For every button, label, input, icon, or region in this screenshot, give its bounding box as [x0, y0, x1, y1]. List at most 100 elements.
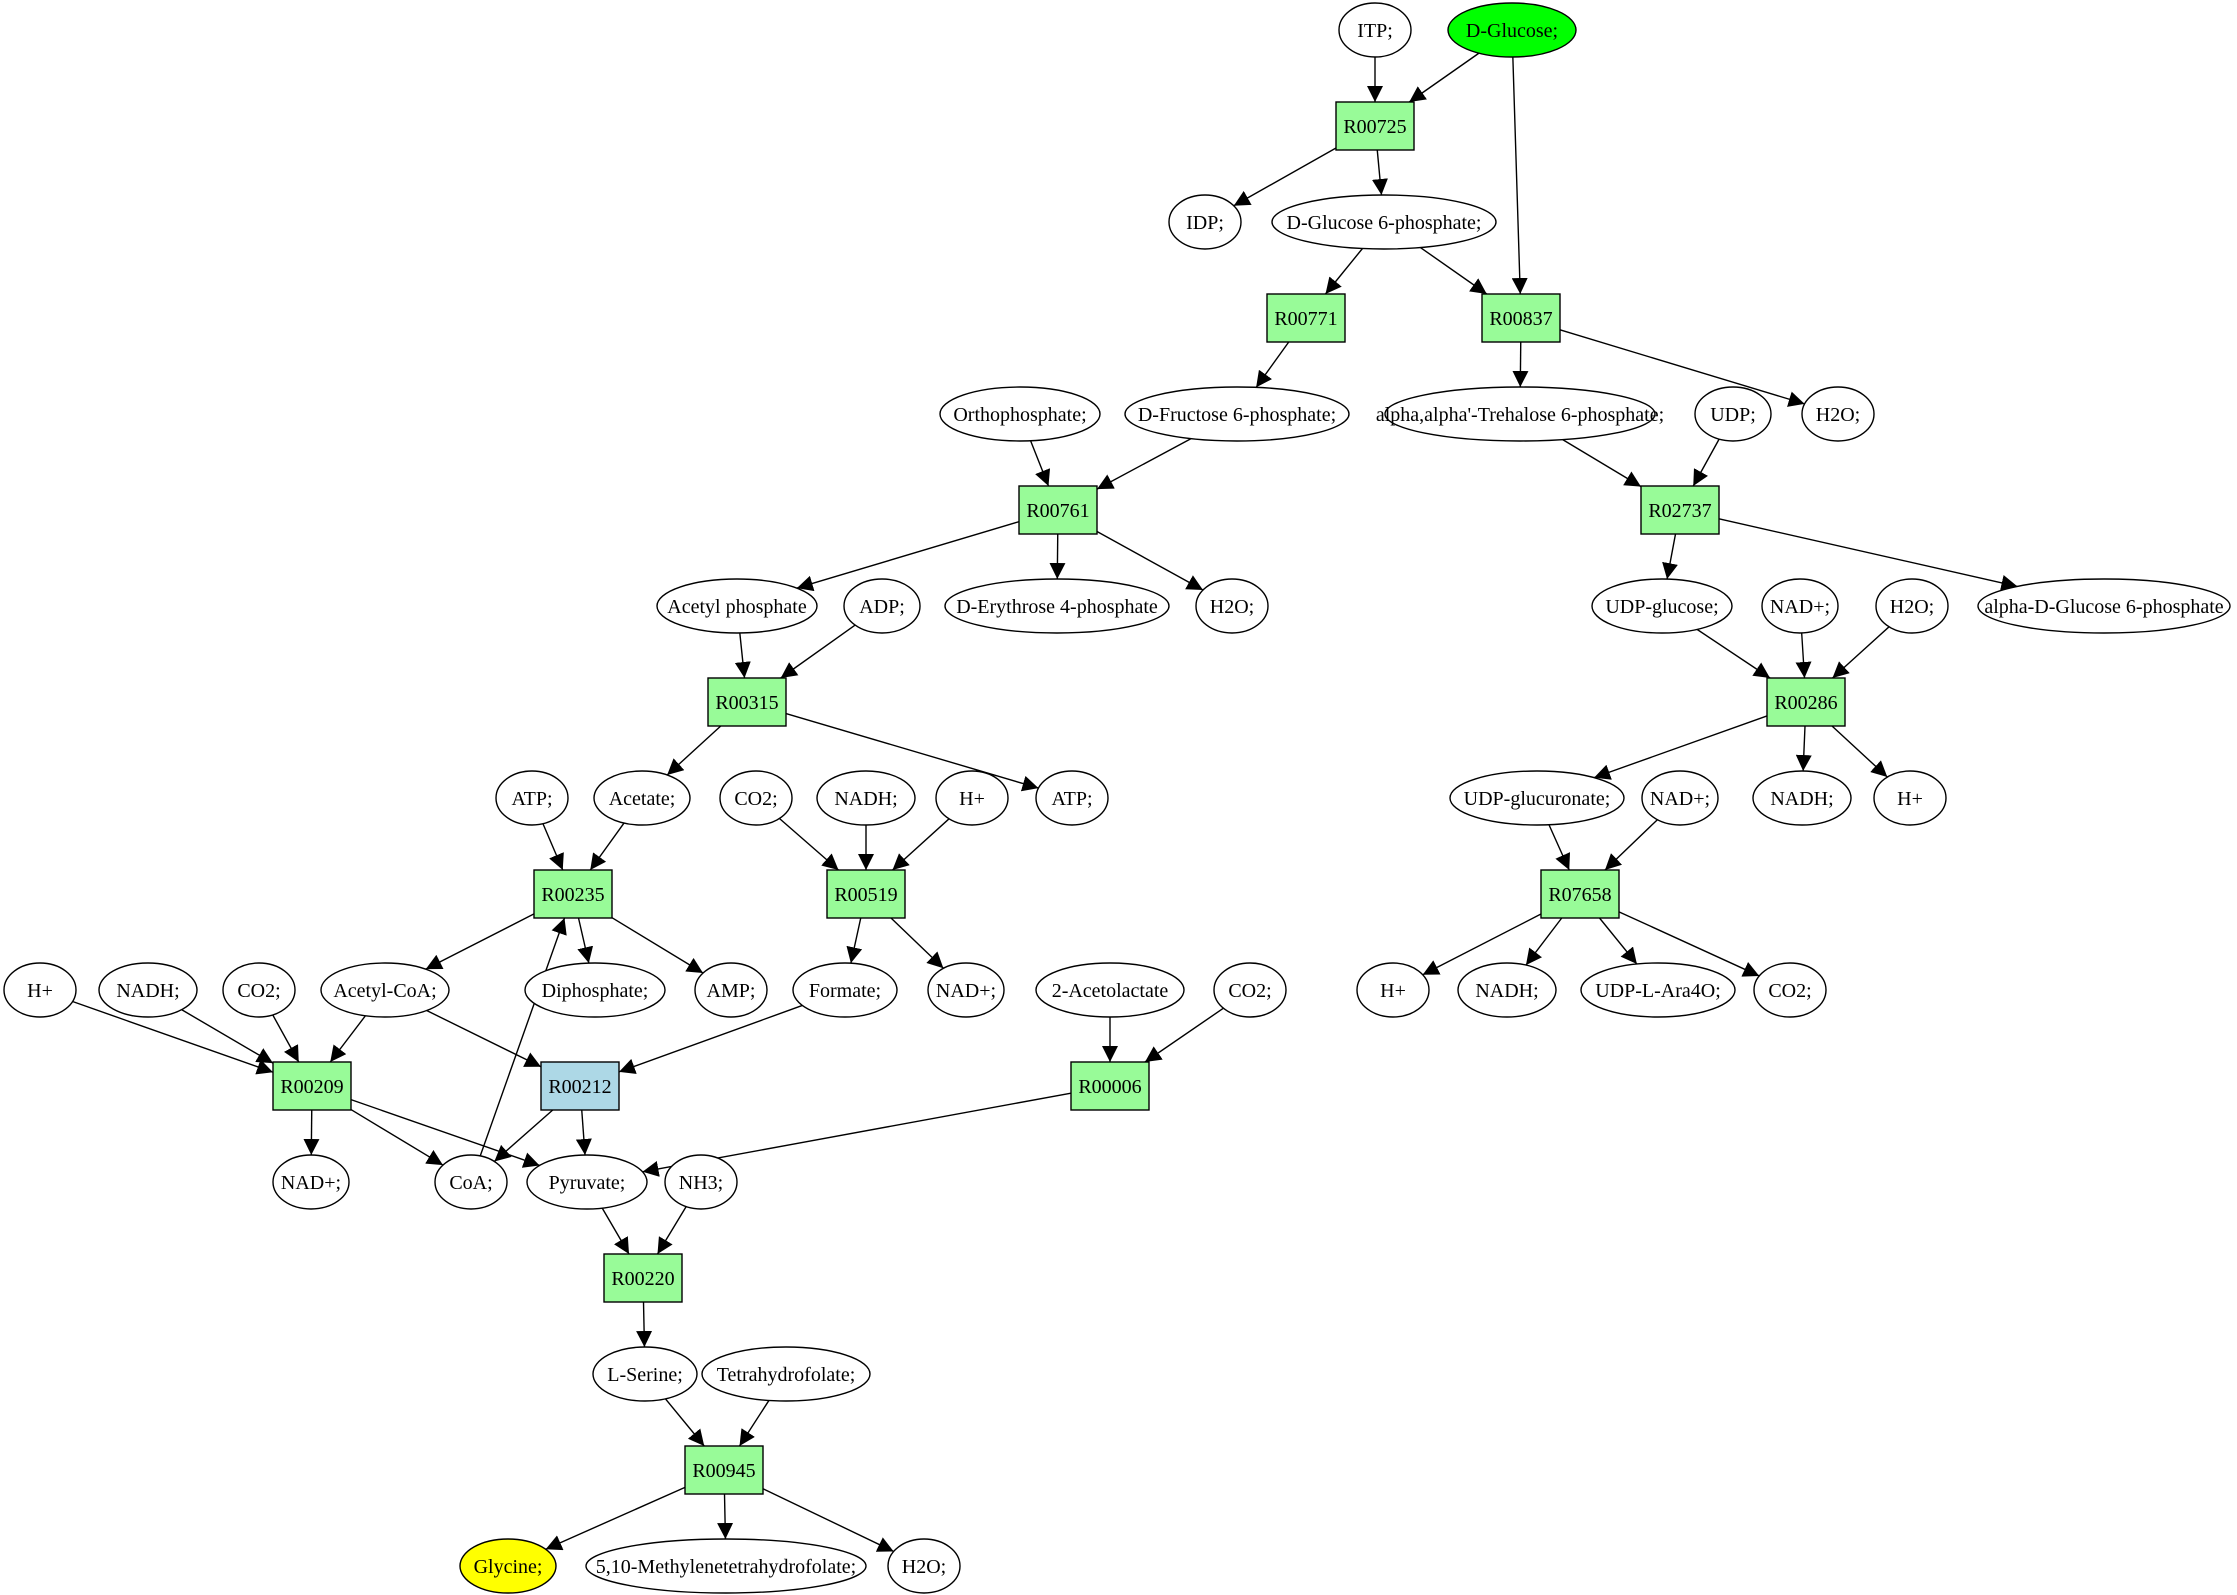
compound-node-thf: Tetrahydrofolate; [701, 1346, 871, 1402]
node-shape-nadh_b [1752, 770, 1852, 826]
node-shape-pyruvate [526, 1154, 648, 1210]
node-label-udp: UDP; [1710, 404, 1756, 426]
compound-node-itp: ITP; [1338, 2, 1412, 58]
reaction-node-r00235: R00235 [533, 869, 613, 919]
edge-acetylcoa-to-r00209 [329, 1015, 367, 1063]
reaction-node-r00945: R00945 [684, 1445, 764, 1495]
edge-r00771-to-f6p [1255, 341, 1290, 388]
node-shape-h2o_b [1195, 578, 1269, 634]
edge-co2_c-to-r00006 [1144, 1007, 1224, 1063]
edge-pyruvate-to-r00220 [601, 1207, 630, 1255]
node-shape-r00212 [540, 1061, 620, 1111]
edge-r00212-to-coa [493, 1109, 554, 1162]
edge-r00519-to-formate [846, 917, 863, 964]
node-label-h2o_a: H2O; [1816, 404, 1860, 426]
node-shape-hplus_a [935, 770, 1009, 826]
node-shape-co2_b [222, 962, 296, 1018]
compound-node-udpglucose: UDP-glucose; [1591, 578, 1733, 634]
reaction-node-r00315: R00315 [707, 677, 787, 727]
compound-node-glycine: Glycine; [459, 1538, 557, 1594]
node-shape-nadp_d [272, 1154, 350, 1210]
node-shape-idp [1168, 194, 1242, 250]
node-label-co2_b: CO2; [237, 980, 280, 1002]
node-label-co2_a: CO2; [734, 788, 777, 810]
edge-r00945-to-glycine [545, 1486, 686, 1551]
node-label-r00220: R00220 [611, 1268, 674, 1290]
node-shape-formate [792, 962, 898, 1018]
node-shape-r00209 [272, 1061, 352, 1111]
node-label-udpglucose: UDP-glucose; [1605, 596, 1718, 618]
compound-node-udpglucuronate: UDP-glucuronate; [1449, 770, 1625, 826]
compound-node-atp_b: ATP; [1035, 770, 1109, 826]
node-label-nadh_c: NADH; [116, 980, 179, 1002]
node-label-trehalose6p: alpha,alpha'-Trehalose 6-phosphate; [1376, 404, 1664, 426]
compound-node-h2o_d: H2O; [887, 1538, 961, 1594]
node-label-r00006: R00006 [1078, 1076, 1141, 1098]
reaction-node-r00725: R00725 [1335, 101, 1415, 151]
compound-node-acetylphosphate: Acetyl phosphate [656, 578, 818, 634]
edge-r00235-to-diphosphate [577, 917, 594, 964]
node-shape-e4p [944, 578, 1170, 634]
node-shape-r00286 [1766, 677, 1846, 727]
compound-node-diphosphate: Diphosphate; [524, 962, 666, 1018]
node-shape-nh3 [664, 1154, 738, 1210]
node-shape-nadh_c [98, 962, 198, 1018]
edge-dglucose-to-r00725 [1408, 52, 1480, 103]
edge-r00519-to-nadp_c [890, 917, 944, 969]
compound-node-h2o_b: H2O; [1195, 578, 1269, 634]
node-shape-adg6p [1977, 578, 2231, 634]
compound-node-hplus_d: H+ [1356, 962, 1430, 1018]
compound-node-nadh_b: NADH; [1752, 770, 1852, 826]
node-shape-methylenethf [585, 1538, 867, 1594]
node-label-r00837: R00837 [1489, 308, 1552, 330]
compound-node-co2_b: CO2; [222, 962, 296, 1018]
node-label-adg6p: alpha-D-Glucose 6-phosphate [1984, 596, 2223, 618]
edge-r00837-to-h2o_a [1559, 329, 1805, 407]
node-shape-udpglucuronate [1449, 770, 1625, 826]
compound-node-nadh_c: NADH; [98, 962, 198, 1018]
compound-node-coa: CoA; [434, 1154, 508, 1210]
edge-hplus_c-to-r00209 [72, 1000, 274, 1075]
compound-node-co2_d: CO2; [1753, 962, 1827, 1018]
node-label-r00519: R00519 [834, 884, 897, 906]
node-label-r00212: R00212 [548, 1076, 611, 1098]
edge-r00725-to-g6p [1372, 149, 1388, 196]
node-label-thf: Tetrahydrofolate; [717, 1364, 856, 1386]
edge-formate-to-r00212 [618, 1004, 803, 1074]
compound-node-co2_c: CO2; [1213, 962, 1287, 1018]
edge-lserine-to-r00945 [664, 1398, 705, 1447]
node-shape-itp [1338, 2, 1412, 58]
reaction-node-r00761: R00761 [1018, 485, 1098, 535]
edge-adp-to-r00315 [780, 624, 856, 679]
compound-node-co2_a: CO2; [719, 770, 793, 826]
edge-r07658-to-udplara4o [1598, 917, 1638, 965]
node-label-glycine: Glycine; [474, 1556, 543, 1578]
node-shape-nadh_d [1457, 962, 1557, 1018]
node-label-pyruvate: Pyruvate; [549, 1172, 626, 1194]
node-shape-r00761 [1018, 485, 1098, 535]
node-shape-udplara4o [1580, 962, 1736, 1018]
node-label-dglucose: D-Glucose; [1466, 20, 1558, 42]
compound-node-g6p: D-Glucose 6-phosphate; [1271, 194, 1497, 250]
compound-node-adp: ADP; [843, 578, 921, 634]
edge-r00235-to-amp [611, 917, 704, 974]
node-label-acetylphosphate: Acetyl phosphate [667, 596, 807, 618]
node-label-acetolactate: 2-Acetolactate [1052, 980, 1169, 1002]
compound-node-nadh_a: NADH; [816, 770, 916, 826]
node-shape-thf [701, 1346, 871, 1402]
compound-node-nadp_a: NAD+; [1761, 578, 1839, 634]
reaction-node-r00286: R00286 [1766, 677, 1846, 727]
edge-hplus_a-to-r00519 [892, 818, 950, 871]
reaction-node-r00220: R00220 [603, 1253, 683, 1303]
node-label-h2o_b: H2O; [1210, 596, 1254, 618]
compound-node-acetylcoa: Acetyl-CoA; [320, 962, 450, 1018]
edge-nadp_b-to-r07658 [1604, 819, 1658, 871]
compound-node-dglucose: D-Glucose; [1447, 2, 1577, 58]
node-label-methylenethf: 5,10-Methylenetetrahydrofolate; [596, 1556, 856, 1578]
node-shape-dglucose [1447, 2, 1577, 58]
edge-r00220-to-lserine [636, 1301, 653, 1348]
compound-node-pyruvate: Pyruvate; [526, 1154, 648, 1210]
node-shape-hplus_b [1873, 770, 1947, 826]
edge-r00235-to-acetylcoa [425, 913, 535, 970]
